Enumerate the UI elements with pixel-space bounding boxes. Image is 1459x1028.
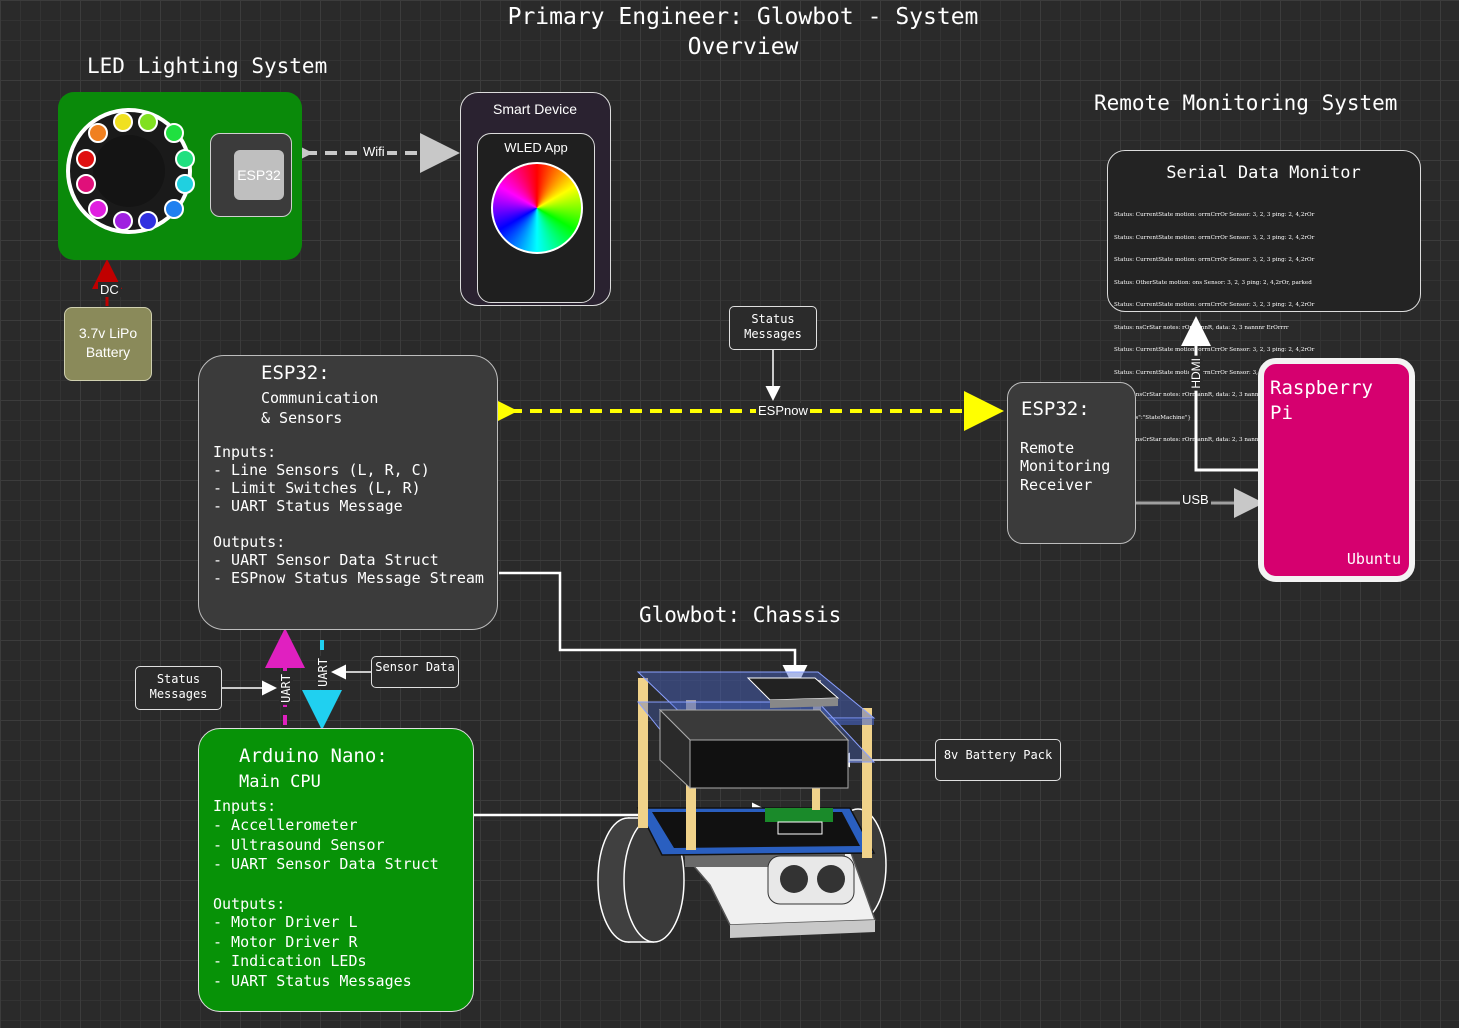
usb-label: USB [1180,492,1211,507]
esp32-comm-subtitle2: & Sensors [261,409,343,427]
esp32-comm-outputs-header: Outputs: [213,533,286,551]
arduino-input: - Accellerometer [213,816,358,834]
esp32-comm-box: ESP32: Communication & Sensors Inputs: -… [198,355,498,630]
rpi-title-line2: Pi [1270,402,1293,424]
esp32-remote-line: Receiver [1020,476,1093,494]
esp32-comm-input: - UART Status Message [213,497,403,515]
esp32-remote-line: Remote [1020,439,1075,457]
rpi-os: Ubuntu [1346,550,1401,568]
chassis-title: Glowbot: Chassis [639,603,842,627]
log-line: Status: CurrentState motion: orrnCrrOr S… [1114,302,1315,308]
status-messages-note-top: Status Messages [729,306,817,350]
esp32-remote-title: ESP32: [1021,398,1090,420]
robot-chassis-illustration [597,671,887,943]
arduino-nano-box: Arduino Nano: Main CPU Inputs: - Accelle… [198,728,474,1012]
smart-device: Smart Device WLED App [460,92,611,306]
uart-label-sensor: UART [316,656,330,689]
lipo-battery-line2: Battery [85,344,131,360]
arduino-output: - UART Status Messages [213,972,412,990]
serial-monitor-title: Serial Data Monitor [1166,163,1361,183]
arduino-title: Arduino Nano: [239,745,388,767]
diagram-title-line1: Primary Engineer: Glowbot - System [507,4,979,30]
lipo-battery-line1: 3.7v LiPo [78,325,138,341]
log-line: Status: nsCrStar notes: rOrmannR, data: … [1114,324,1289,331]
diagram-title-line2: Overview [687,34,799,60]
rpi-title-line1: Raspberry [1270,377,1373,399]
wifi-label: Wifi [361,144,387,159]
status-messages-left-line1: Status [156,672,201,686]
diagram-title: Primary Engineer: Glowbot - System Overv… [443,2,1043,62]
log-line: {"Status":"StateMachine"} [1114,414,1191,421]
raspberry-pi: Raspberry Pi Ubuntu [1258,358,1415,582]
serial-monitor-log: Status: CurrentState motion: orrnCrrOr S… [1114,197,1314,460]
espnow-label: ESPnow [756,403,810,418]
arduino-inputs-header: Inputs: [213,797,277,815]
sensor-data-note: Sensor Data [371,656,459,688]
phone-screen: WLED App [477,133,595,303]
esp32-comm-title: ESP32: [261,362,330,384]
arduino-output: - Motor Driver R [213,933,358,951]
esp32-remote-line: Monitoring [1020,457,1111,475]
status-messages-top-line2: Messages [744,327,802,341]
remote-section-title: Remote Monitoring System [1094,91,1398,115]
hdmi-label: HDMI [1189,356,1203,391]
log-line: Status: CurrentState motion: orrnCrrOr S… [1114,212,1315,218]
arduino-input: - UART Sensor Data Struct [213,855,439,873]
led-section-title: LED Lighting System [87,54,328,78]
esp32-comm-subtitle1: Communication [261,389,379,407]
esp32-comm-output: - UART Sensor Data Struct [213,551,439,569]
uart-label-status: UART [279,672,293,705]
arduino-outputs-header: Outputs: [213,895,286,913]
smart-device-title: Smart Device [492,101,578,117]
arduino-subtitle: Main CPU [239,772,321,792]
log-line: Status: CurrentState motion: orrnCrrOr S… [1114,257,1315,263]
status-messages-note-left: Status Messages [135,666,222,710]
wled-app-label: WLED App [504,140,568,155]
esp32-comm-input: - Limit Switches (L, R) [213,479,421,497]
esp32-comm-output: - ESPnow Status Message Stream [213,569,484,587]
serial-monitor: Serial Data Monitor Status: CurrentState… [1107,150,1421,443]
led-esp32-label: ESP32 [234,150,284,200]
esp32-remote-box: ESP32: Remote Monitoring Receiver [1007,382,1136,544]
led-ring-icon [66,108,195,234]
esp32-comm-inputs-header: Inputs: [213,443,277,461]
led-board: ESP32 [58,92,302,260]
status-messages-top-line1: Status [751,312,795,326]
dc-label: DC [98,282,121,297]
color-wheel-icon[interactable] [491,162,583,254]
led-esp32-module: ESP32 [210,133,292,217]
log-line: Status: CurrentState motion: orrnCrrOr S… [1114,234,1315,241]
battery-pack-note: 8v Battery Pack [935,739,1061,781]
lipo-battery: 3.7v LiPo Battery [64,307,152,381]
esp32-comm-input: - Line Sensors (L, R, C) [213,461,430,479]
arduino-output: - Motor Driver L [213,913,358,931]
arduino-output: - Indication LEDs [213,952,367,970]
arduino-input: - Ultrasound Sensor [213,836,385,854]
log-line: Status: OtherState motion: ons Sensor: 3… [1114,279,1312,286]
log-line: Status: CurrentState motion: orrnCrrOr S… [1114,347,1315,353]
status-messages-left-line2: Messages [149,687,208,701]
